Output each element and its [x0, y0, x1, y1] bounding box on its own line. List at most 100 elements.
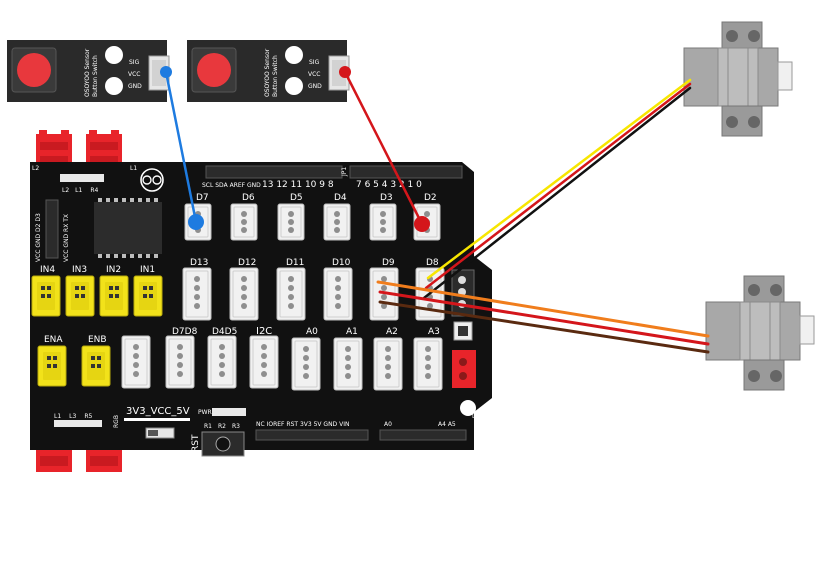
pin-label-d4: D4 — [334, 193, 347, 203]
button-cap[interactable] — [17, 53, 51, 87]
wire-servo1-signal — [426, 78, 692, 280]
driver-chip — [94, 202, 162, 254]
module-title: OSOYOO Sensor — [264, 48, 271, 97]
button-module-1: OSOYOO Sensor Button Switch SIG VCC GND — [7, 40, 170, 102]
in-headers: IN4 IN3 IN2 IN1 — [31, 265, 163, 317]
button-cap[interactable] — [197, 53, 231, 87]
pin-label-d7: D7 — [196, 193, 209, 203]
pin-label-d6: D6 — [242, 193, 255, 203]
header-left-nums: 13 12 11 10 9 8 — [262, 180, 334, 190]
header-in4 — [31, 275, 61, 317]
connector-d7d8 — [165, 335, 195, 389]
digital-row-1: D7 D6 D5 D4 D3 D2 — [184, 193, 441, 241]
pin-vcc-label: VCC — [308, 71, 320, 78]
pin-label-d5: D5 — [290, 193, 303, 203]
digital-header-right — [349, 165, 463, 179]
digital-row-2: D13 D12 D11 D10 D9 D8 — [182, 258, 445, 321]
wire-servo1-gnd — [422, 86, 692, 300]
servo-motor-top — [683, 21, 795, 137]
wire-servo2-gnd — [378, 300, 710, 354]
wire-red-d2 — [343, 70, 424, 226]
label-d4d5: D4D5 — [212, 327, 237, 337]
pin-sig-label: SIG — [129, 59, 140, 66]
wire-end-red-module — [339, 66, 351, 78]
connector-d11 — [276, 267, 306, 321]
pin-gnd-label: GND — [128, 83, 142, 90]
connector-d4d5 — [207, 335, 237, 389]
wires — [160, 66, 710, 354]
bottom-power-labels: NC IOREF RST 3V3 5V GND VIN — [256, 421, 349, 428]
pin-label-d2: D2 — [424, 193, 437, 203]
shield-logo-icon — [140, 168, 164, 192]
right-l-label: L — [472, 413, 476, 420]
connector-i2c — [249, 335, 279, 389]
connector-d5 — [277, 203, 305, 241]
power-header — [255, 429, 369, 441]
header-in2 — [99, 275, 129, 317]
digital-header-left — [205, 165, 343, 179]
pin-label-d10: D10 — [332, 258, 351, 268]
power-select-label: 3V3_VCC_5V — [126, 406, 190, 417]
label-a3: A3 — [428, 327, 440, 337]
bottom-a0-label: A0 — [384, 421, 392, 428]
pwr-label: PWR — [198, 409, 212, 416]
label-d7d8: D7D8 — [172, 327, 198, 337]
wire-end-red-d2 — [414, 216, 430, 232]
pin-gnd-label: GND — [308, 83, 322, 90]
connector-a2 — [373, 337, 403, 391]
pin-label-d12: D12 — [238, 258, 256, 268]
servo-motor-bottom — [705, 275, 817, 391]
wire-servo2-signal — [376, 280, 710, 338]
side-labels-1: VCC GND D2 D3 — [35, 213, 42, 262]
bottom-a4a5-label: A4 A5 — [438, 421, 456, 428]
label-a0: A0 — [306, 327, 318, 337]
rst-label: RST — [191, 434, 201, 452]
connector-a1 — [333, 337, 363, 391]
label-ena: ENA — [44, 335, 63, 345]
power-switch[interactable] — [145, 427, 175, 439]
pin-sig-label: SIG — [309, 59, 320, 66]
module-title: OSOYOO Sensor — [84, 48, 91, 97]
wire-end-blue-d7 — [188, 214, 204, 230]
connector-d6 — [230, 203, 258, 241]
label-i2c: I2C — [256, 326, 272, 337]
connector-power-1 — [121, 335, 151, 389]
header-in3 — [65, 275, 95, 317]
wire-end-blue-module — [160, 66, 172, 78]
connector-a3 — [413, 337, 443, 391]
connector-d4 — [323, 203, 351, 241]
wire-blue-d7 — [164, 70, 198, 224]
header-in1 — [133, 275, 163, 317]
pin-label-d3: D3 — [380, 193, 393, 203]
header-left-label: SCL SDA AREF GND — [202, 182, 261, 189]
pin-label-d9: D9 — [382, 258, 395, 268]
label-in4: IN4 — [40, 265, 55, 275]
wire-servo2-vcc — [378, 290, 710, 346]
pin-label-d11: D11 — [286, 258, 304, 268]
jp-label: JP1 — [341, 167, 348, 177]
connector-d3 — [369, 203, 397, 241]
en-headers: ENA ENB — [37, 335, 111, 387]
header-ena — [37, 345, 67, 387]
pin-label-d13: D13 — [190, 258, 208, 268]
label-a2: A2 — [386, 327, 398, 337]
connector-d10 — [323, 267, 353, 321]
label-a1: A1 — [346, 327, 358, 337]
side-labels-2: VCC GND RX TX — [63, 214, 70, 262]
analog-header — [379, 429, 467, 441]
module-subtitle: Button Switch — [272, 55, 279, 97]
button-module-2: OSOYOO Sensor Button Switch SIG VCC GND — [187, 40, 350, 102]
wire-servo1-vcc — [424, 82, 692, 290]
label-in1: IN1 — [140, 265, 155, 275]
label-in2: IN2 — [106, 265, 121, 275]
header-enb — [81, 345, 111, 387]
module-subtitle: Button Switch — [92, 55, 99, 97]
shield-board: SCL SDA AREF GND 13 12 11 10 9 8 7 6 5 4… — [30, 162, 492, 457]
terminal-label-l1: L1 — [130, 165, 137, 172]
rgb-label: RGB — [113, 415, 120, 428]
